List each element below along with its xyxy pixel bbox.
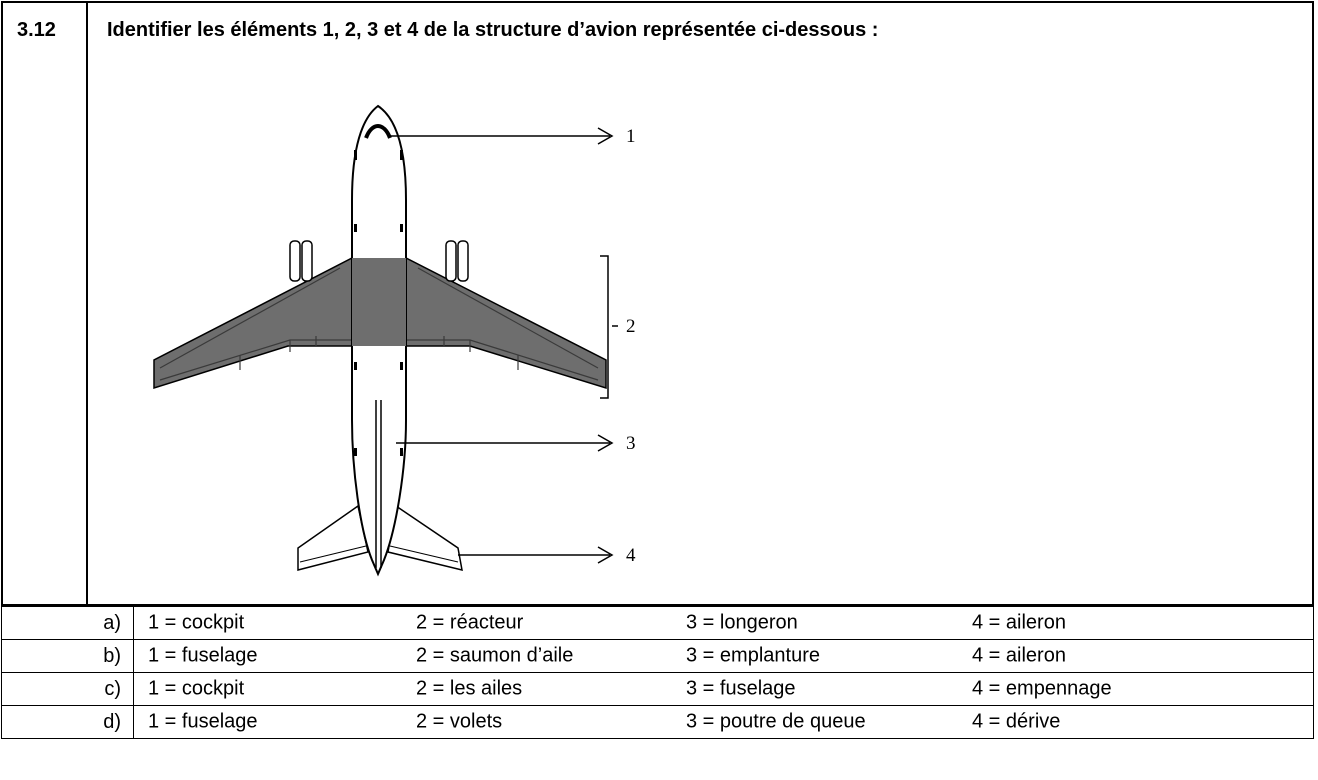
tail-fin <box>375 400 382 568</box>
answer-options: 1 = fuselage 2 = saumon d’aile 3 = empla… <box>133 639 1314 673</box>
answer-option: 2 = volets <box>416 710 503 733</box>
label-4: 4 <box>626 545 636 566</box>
answer-option: 4 = empennage <box>972 677 1112 700</box>
wing-panel-lines <box>159 267 599 381</box>
airplane-figure: 1 2 3 4 <box>153 104 636 577</box>
answer-options: 1 = cockpit 2 = réacteur 3 = longeron 4 … <box>133 606 1314 640</box>
answer-option: 1 = fuselage <box>148 644 258 667</box>
answer-option: 3 = longeron <box>686 611 798 634</box>
answer-option: 1 = fuselage <box>148 710 258 733</box>
answer-option: 3 = emplanture <box>686 644 820 667</box>
answer-options: 1 = cockpit 2 = les ailes 3 = fuselage 4… <box>133 672 1314 706</box>
answer-letter[interactable]: c) <box>1 672 134 706</box>
answer-row-b[interactable]: b) 1 = fuselage 2 = saumon d’aile 3 = em… <box>1 639 1314 673</box>
label-1: 1 <box>626 126 636 147</box>
left-engine <box>289 240 313 282</box>
label-2: 2 <box>626 316 636 337</box>
answer-row-d[interactable]: d) 1 = fuselage 2 = volets 3 = poutre de… <box>1 705 1314 739</box>
right-engine <box>445 240 469 282</box>
cockpit <box>364 124 392 139</box>
answer-letter[interactable]: a) <box>1 606 134 640</box>
answer-option: 2 = réacteur <box>416 611 524 634</box>
answer-option: 3 = poutre de queue <box>686 710 866 733</box>
answer-option: 4 = aileron <box>972 611 1066 634</box>
answer-option: 3 = fuselage <box>686 677 796 700</box>
door-marks <box>354 150 403 456</box>
question-text: Identifier les éléments 1, 2, 3 et 4 de … <box>107 19 879 41</box>
answer-option: 4 = aileron <box>972 644 1066 667</box>
answer-options: 1 = fuselage 2 = volets 3 = poutre de qu… <box>133 705 1314 739</box>
answer-option: 2 = saumon d’aile <box>416 644 574 667</box>
question-box: 3.12 Identifier les éléments 1, 2, 3 et … <box>1 1 1314 606</box>
answer-option: 2 = les ailes <box>416 677 523 700</box>
answer-option: 1 = cockpit <box>148 611 245 634</box>
wing-center-box <box>352 258 406 346</box>
answer-option: 4 = dérive <box>972 710 1061 733</box>
answer-letter[interactable]: b) <box>1 639 134 673</box>
answer-option: 1 = cockpit <box>148 677 245 700</box>
label-3: 3 <box>626 433 636 454</box>
answer-letter[interactable]: d) <box>1 705 134 739</box>
question-number-cell: 3.12 <box>3 3 88 604</box>
answer-table: a) 1 = cockpit 2 = réacteur 3 = longeron… <box>1 606 1314 739</box>
answer-row-a[interactable]: a) 1 = cockpit 2 = réacteur 3 = longeron… <box>1 606 1314 640</box>
answer-row-c[interactable]: c) 1 = cockpit 2 = les ailes 3 = fuselag… <box>1 672 1314 706</box>
question-number: 3.12 <box>17 19 56 41</box>
